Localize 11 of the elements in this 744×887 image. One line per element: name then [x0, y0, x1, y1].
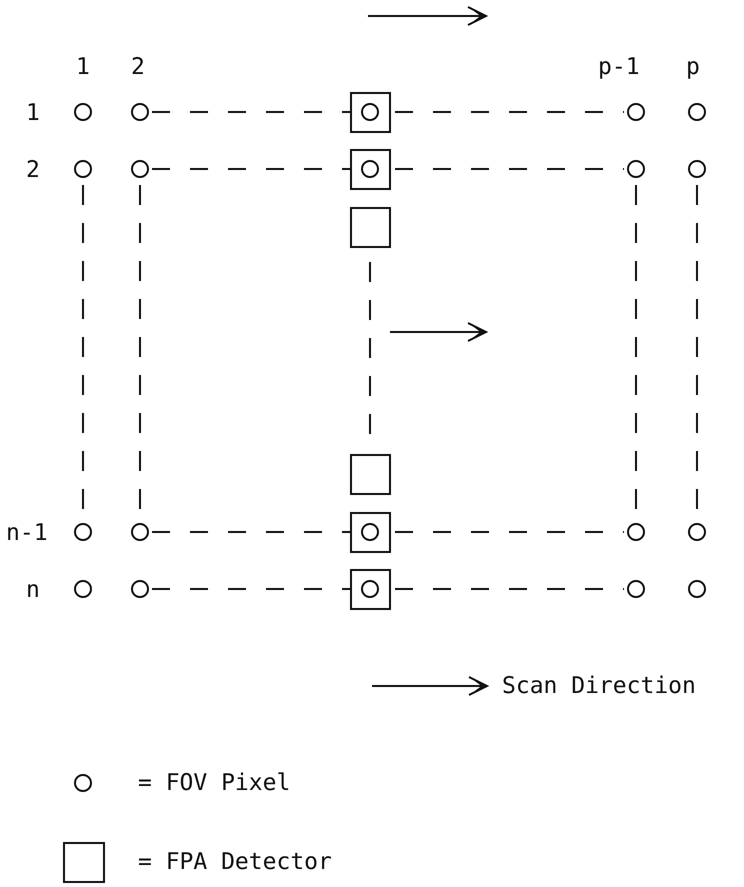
- row-label: n-1: [6, 520, 48, 546]
- column-label: p-1: [598, 54, 640, 80]
- column-label: 2: [131, 54, 145, 80]
- row-label: 2: [26, 157, 40, 183]
- row-label: n: [26, 577, 40, 603]
- legend-text: = FPA Detector: [138, 849, 332, 875]
- legend-text: = FOV Pixel: [138, 770, 290, 796]
- column-label: 1: [76, 54, 90, 80]
- row-label: 1: [26, 100, 40, 126]
- scan-direction-label: Scan Direction: [502, 673, 696, 699]
- column-label: p: [686, 54, 700, 80]
